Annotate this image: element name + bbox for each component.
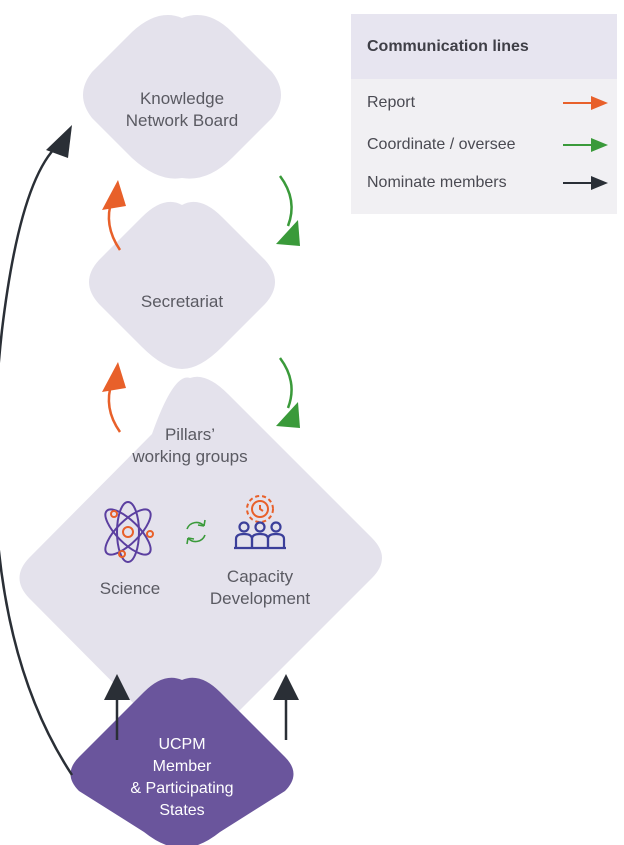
legend-label-nominate: Nominate members xyxy=(367,174,507,191)
nominate-arrowhead-board xyxy=(46,125,72,158)
pillars-node xyxy=(19,376,382,744)
board-label: Knowledge Network Board xyxy=(112,88,252,132)
nominate-arrow-to-board xyxy=(0,144,74,776)
legend: Communication lines Report Coordinate / … xyxy=(351,14,617,214)
pillars-label-line2: working groups xyxy=(132,447,248,466)
coordinate-arrow-icon xyxy=(563,138,608,152)
legend-item-report: Report xyxy=(367,94,617,112)
legend-title: Communication lines xyxy=(351,14,617,79)
nominate-arrow-icon xyxy=(563,176,608,190)
states-label-line4: States xyxy=(159,802,205,819)
secretariat-node xyxy=(89,201,275,369)
pillars-label-line1: Pillars’ xyxy=(164,425,216,444)
nominate-arrowhead-left xyxy=(104,674,130,700)
coordinate-arrowhead-1 xyxy=(276,220,300,246)
states-label-line1: UCPM xyxy=(158,736,206,753)
secretariat-label: Secretariat xyxy=(140,292,224,311)
coordinate-arrow-board-to-secretariat xyxy=(278,175,293,227)
states-label: UCPM Member & Participating States xyxy=(122,734,242,822)
coordinate-arrow-secretariat-to-pillars xyxy=(278,357,293,409)
capacity-label-line2: Development xyxy=(209,589,311,608)
team-gear-icon xyxy=(234,495,286,550)
legend-item-nominate: Nominate members xyxy=(367,174,617,192)
report-arrow-icon xyxy=(563,96,608,110)
states-node xyxy=(70,677,294,845)
cycle-icon xyxy=(186,519,206,545)
nominate-arrowhead-right xyxy=(273,674,299,700)
board-node xyxy=(83,15,281,179)
legend-label-coordinate: Coordinate / oversee xyxy=(367,136,516,153)
capacity-label: Capacity Development xyxy=(190,566,330,610)
pillars-label: Pillars’ working groups xyxy=(120,424,260,468)
board-label-line1: Knowledge xyxy=(139,89,225,108)
board-label-line2: Network Board xyxy=(125,111,239,130)
legend-item-coordinate: Coordinate / oversee xyxy=(367,136,617,154)
atom-icon xyxy=(104,501,154,563)
legend-label-report: Report xyxy=(367,94,416,111)
coordinate-arrowhead-2 xyxy=(276,402,300,428)
capacity-label-line1: Capacity xyxy=(226,567,294,586)
states-label-line3: & Participating xyxy=(130,780,234,797)
report-arrowhead-2 xyxy=(102,362,126,392)
report-arrowhead-1 xyxy=(102,180,126,210)
states-label-line2: Member xyxy=(152,758,212,775)
science-label: Science xyxy=(99,579,161,598)
